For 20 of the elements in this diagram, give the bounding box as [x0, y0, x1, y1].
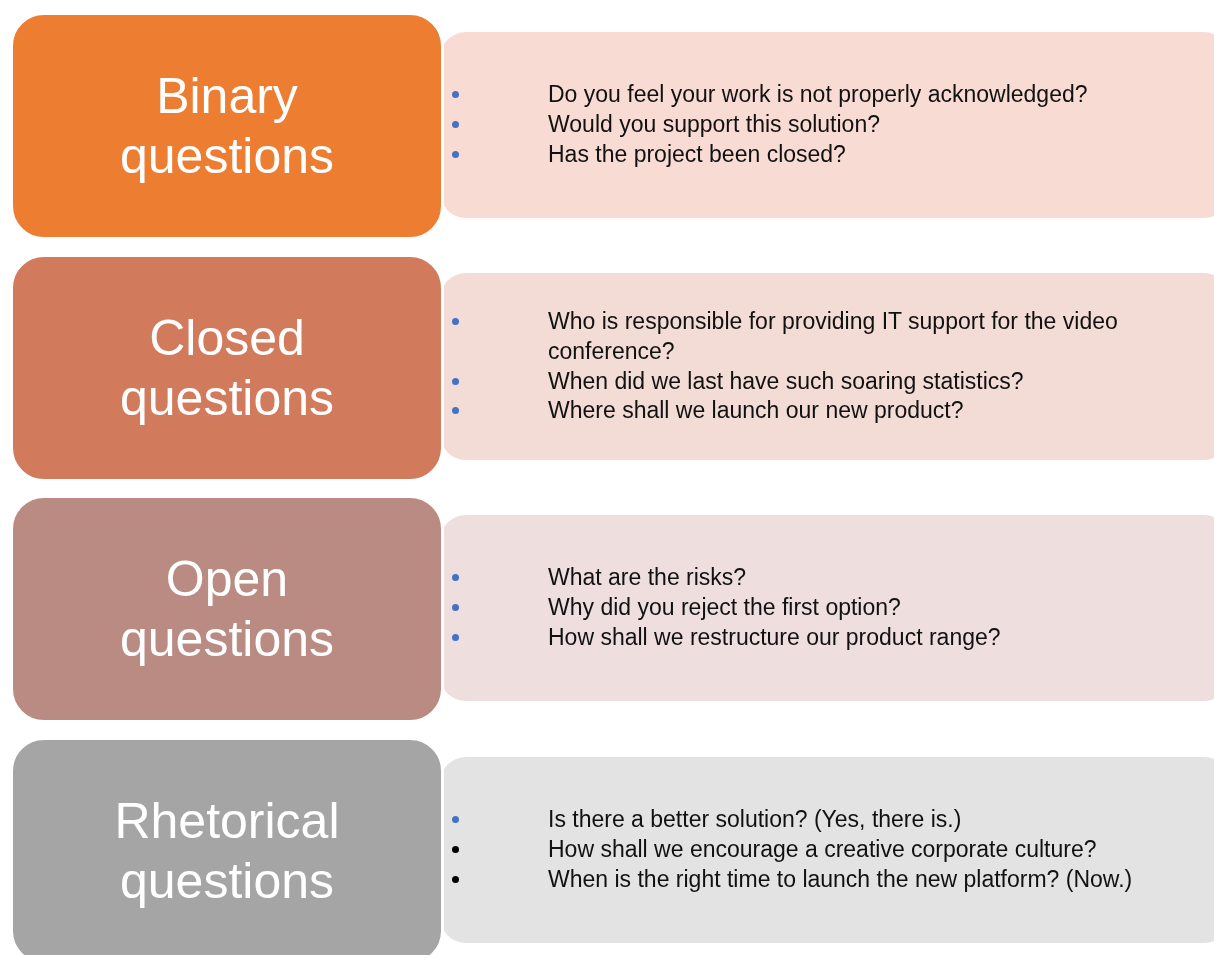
question-text: When is the right time to launch the new platform? (Now.): [548, 865, 1133, 892]
question-text: How shall we restructure our product range?: [548, 623, 1001, 650]
category-box: [10, 495, 444, 723]
question-text: How shall we encourage a creative corporate culture?: [548, 836, 1097, 863]
category-box: [10, 12, 444, 240]
category-title: Closed questions: [118, 309, 335, 428]
question-text: Why did you reject the first option?: [548, 594, 901, 621]
category-title: Open questions: [118, 550, 335, 669]
question-text: Has the project been closed?: [548, 140, 846, 167]
category-box: [10, 254, 444, 482]
question-text: Who is responsible for providing IT support for the video conference?: [548, 307, 1118, 364]
question-text: Do you feel your work is not properly acknowledged?: [548, 81, 1088, 108]
question-text: When did we last have such soaring statistics?: [548, 367, 1024, 394]
category-box: [10, 737, 444, 955]
category-title: Binary questions: [118, 67, 335, 186]
question-text: Where shall we launch our new product?: [548, 397, 964, 424]
question-text: Would you support this solution?: [548, 111, 880, 138]
category-title: Rhetorical questions: [113, 792, 341, 911]
question-text: What are the risks?: [548, 564, 747, 591]
question-text: Is there a better solution? (Yes, there is.): [548, 806, 962, 833]
